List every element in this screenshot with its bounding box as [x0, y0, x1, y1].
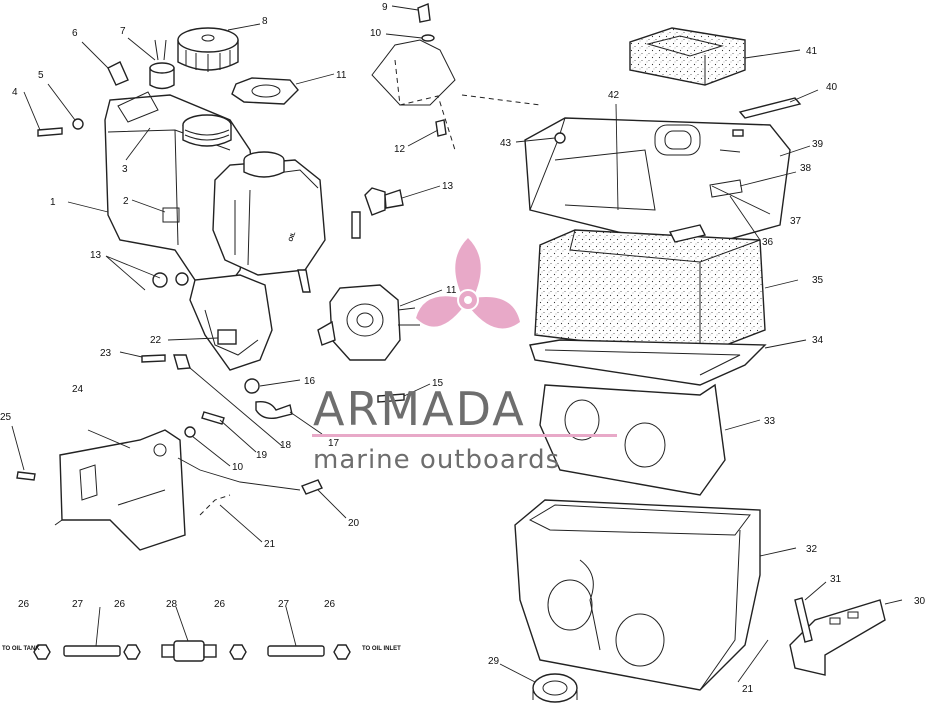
callout-10-top: 10 — [370, 28, 382, 39]
mounting-plate — [54, 429, 186, 551]
grommet-29 — [532, 673, 578, 703]
callout-18: 18 — [280, 440, 292, 451]
filler-cap — [177, 27, 239, 72]
silencer-base-32 — [514, 499, 761, 691]
callout-2: 2 — [123, 196, 129, 207]
hose-fittings-row — [33, 640, 351, 662]
watermark-subtitle: marine outboards — [313, 445, 560, 475]
callout-37: 37 — [790, 216, 802, 227]
callout-15: 15 — [432, 378, 444, 389]
callout-35: 35 — [812, 275, 824, 286]
note-to-oil-inlet: TO OIL INLET — [362, 646, 401, 652]
callout-26-a: 26 — [18, 599, 30, 610]
oil-tank-filler-neck — [182, 114, 232, 147]
callout-21-left: 21 — [264, 539, 276, 550]
watermark-title: ARMADA — [313, 382, 526, 436]
svg-text:OIL: OIL — [288, 231, 297, 243]
hose-notes: TO OIL TANK TO OIL INLET — [2, 646, 401, 652]
callout-8: 8 — [262, 16, 268, 27]
bracket-30 — [789, 597, 886, 676]
foam-block-35 — [534, 224, 766, 356]
callout-10-mid: 10 — [232, 462, 244, 473]
note-to-oil-tank: TO OIL TANK — [2, 646, 40, 652]
propeller-icon — [416, 238, 520, 329]
callout-39: 39 — [812, 139, 824, 150]
callout-43: 43 — [500, 138, 512, 149]
callout-4: 4 — [12, 87, 18, 98]
callout-21-right: 21 — [742, 684, 754, 695]
strap-40 — [738, 97, 802, 119]
callout-31: 31 — [830, 574, 842, 585]
callout-1: 1 — [50, 197, 56, 208]
callout-13-right: 13 — [442, 181, 454, 192]
callout-17: 17 — [328, 438, 340, 449]
level-sender — [149, 39, 175, 90]
gasket-34 — [529, 339, 767, 386]
callout-26-b: 26 — [114, 599, 126, 610]
callout-20: 20 — [348, 518, 360, 529]
callout-3: 3 — [122, 164, 128, 175]
callout-22: 22 — [150, 335, 162, 346]
callout-6: 6 — [72, 28, 78, 39]
watermark-underline — [312, 434, 617, 437]
baffle-plate-33 — [539, 383, 726, 496]
callout-33: 33 — [764, 416, 776, 427]
gasket-11-top — [231, 77, 299, 105]
callout-11-pump: 11 — [446, 285, 457, 296]
callout-24: 24 — [72, 384, 84, 395]
callout-12: 12 — [394, 144, 406, 155]
silencer-cover — [524, 117, 791, 251]
callout-25: 25 — [0, 412, 12, 423]
callout-13-left: 13 — [90, 250, 102, 261]
tank-bracket — [189, 274, 273, 371]
callout-27-a: 27 — [72, 599, 84, 610]
hardware-bolts — [16, 3, 447, 495]
callout-11-top: 11 — [336, 70, 347, 81]
callout-26-c: 26 — [214, 599, 226, 610]
callout-34: 34 — [812, 335, 824, 346]
elbow-fitting — [351, 187, 404, 239]
callout-42: 42 — [608, 90, 620, 101]
callout-16: 16 — [304, 376, 316, 387]
callout-5: 5 — [38, 70, 44, 81]
watermark: ARMADA marine outboards — [312, 238, 617, 475]
callout-30: 30 — [914, 596, 926, 607]
callout-23: 23 — [100, 348, 112, 359]
callout-19: 19 — [256, 450, 268, 461]
hose-lines — [177, 39, 541, 516]
oil-reservoir: OIL — [212, 151, 326, 293]
callout-26-d: 26 — [324, 599, 336, 610]
callout-36: 36 — [762, 237, 774, 248]
callout-40: 40 — [826, 82, 838, 93]
callout-38: 38 — [800, 163, 812, 174]
callout-28: 28 — [166, 599, 178, 610]
foam-block-41 — [629, 27, 746, 86]
callout-27-b: 27 — [278, 599, 290, 610]
callout-9: 9 — [382, 2, 388, 13]
callout-leaders — [11, 5, 903, 683]
callout-32: 32 — [806, 544, 818, 555]
callout-7: 7 — [120, 26, 126, 37]
oil-pump — [317, 284, 420, 361]
callout-41: 41 — [806, 46, 818, 57]
callout-29: 29 — [488, 656, 500, 667]
